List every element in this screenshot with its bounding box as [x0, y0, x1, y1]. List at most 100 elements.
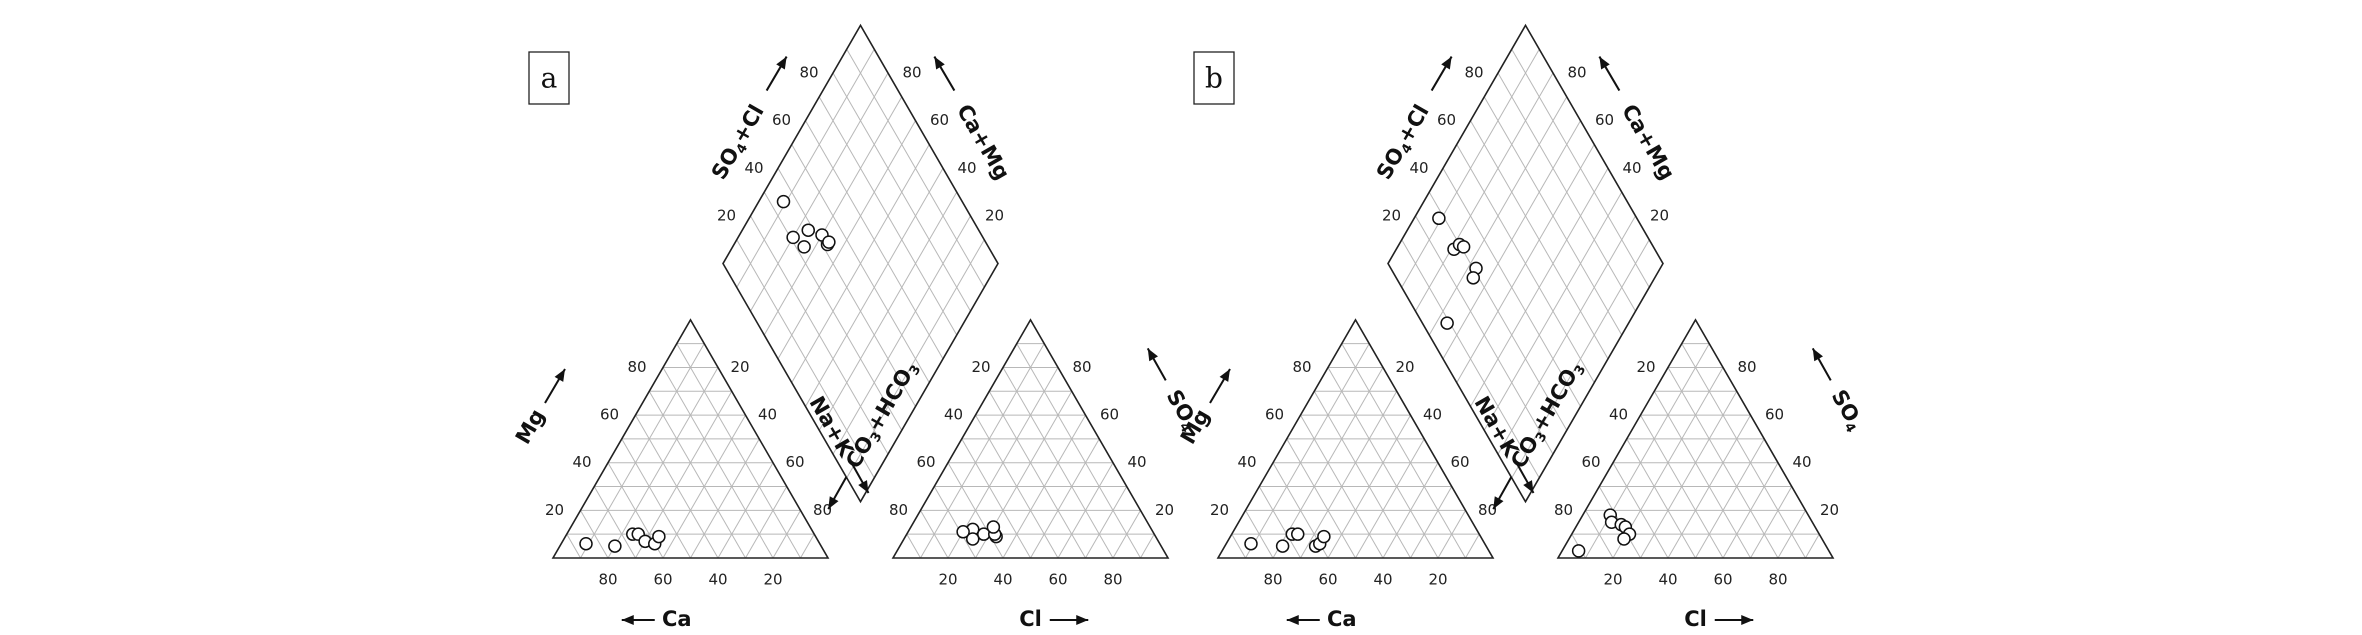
anion-triangle-line: [1750, 486, 1793, 559]
sample-point-cation: [652, 529, 666, 544]
anion-triangle-line: [1140, 533, 1155, 559]
sample-point-diamond: [801, 223, 815, 237]
cation-triangle-line: [621, 438, 691, 559]
tick-label: 80: [1072, 358, 1091, 376]
tick-label: 40: [993, 571, 1012, 589]
diamond-grid-line: [805, 120, 944, 360]
anion-triangle-line: [1681, 343, 1806, 559]
anion-triangle: [1556, 318, 1835, 559]
tick-label: 60: [1265, 406, 1284, 424]
sample-point-diamond: [1440, 316, 1454, 330]
cation-triangle-line: [580, 343, 705, 559]
anion-triangle-line: [1805, 533, 1820, 559]
arrow-so4-cl-head: [1441, 56, 1452, 70]
diamond-grid-line: [777, 120, 916, 360]
tick-label: 60: [1318, 571, 1337, 589]
diamond-grid-line: [1483, 96, 1623, 336]
sample-point-cation: [1317, 529, 1331, 544]
tick-label: 20: [1210, 501, 1229, 519]
tick-label: 20: [938, 571, 957, 589]
diamond-grid-line: [763, 96, 903, 336]
diamond-grid-line: [818, 96, 958, 336]
cation-triangle-line: [676, 343, 801, 559]
tick-label: 20: [717, 206, 736, 224]
tick-label: 60: [916, 453, 935, 471]
tick-label: 20: [985, 206, 1004, 224]
tick-label: 80: [598, 571, 617, 589]
anion-triangle-outline: [891, 318, 1170, 559]
label-co3-hco3: CO3+HCO3: [841, 357, 924, 474]
diamond-grid-line: [750, 72, 889, 312]
arrow-co3-hco3-head: [828, 496, 839, 510]
arrow-so4-cl: [1430, 56, 1453, 92]
arrow-mg: [544, 368, 566, 404]
tick-label: 80: [627, 358, 646, 376]
arrow-nak-head: [858, 480, 869, 494]
anion-triangle-line: [1057, 462, 1114, 559]
cation-triangle-line: [566, 533, 581, 559]
arrow-ca-mg: [1598, 56, 1621, 92]
arrow-co3-hco3: [1492, 476, 1513, 510]
tick-label: 60: [1437, 111, 1456, 129]
panel-letter-box: [1193, 51, 1235, 105]
anion-triangle-line: [933, 486, 976, 559]
cation-triangle-line: [648, 391, 746, 559]
tick-label: 20: [545, 501, 564, 519]
sample-point-anion: [956, 525, 970, 539]
anion-triangle-line: [961, 438, 1031, 559]
anion-triangle-line: [1722, 462, 1779, 559]
tick-label: 20: [1820, 501, 1839, 519]
label-cl: Cl: [1019, 607, 1042, 631]
diamond-grid-line: [736, 48, 875, 288]
arrow-so4: [1146, 347, 1167, 381]
label-cl: Cl: [1684, 607, 1707, 631]
sample-point-anion: [1571, 544, 1586, 558]
tick-label: 40: [1127, 453, 1146, 471]
tick-label: 80: [1263, 571, 1282, 589]
label-co3-hco3: CO3+HCO3: [1506, 357, 1589, 474]
diamond-grid-line: [1415, 72, 1554, 312]
arrow-so4-head: [1812, 348, 1823, 362]
anion-triangle-line: [1695, 438, 1765, 559]
anion-triangle-line: [920, 510, 949, 559]
cation-triangle-line: [1465, 533, 1480, 559]
sample-point-cation: [1275, 539, 1290, 553]
anion-triangle-line: [1016, 343, 1141, 559]
tick-label: 20: [971, 358, 990, 376]
tick-label: 20: [763, 571, 782, 589]
arrow-cl: [1714, 615, 1754, 625]
cation-triangle-line: [1355, 438, 1425, 559]
tick-label: 80: [1103, 571, 1122, 589]
arrow-ca-head: [1286, 615, 1299, 625]
cation-triangle-line: [1231, 533, 1246, 559]
arrow-cl-head: [1741, 615, 1754, 625]
diamond-grid-line: [1442, 120, 1581, 360]
arrow-co3-hco3-head: [1493, 496, 1504, 510]
tick-label: 60: [930, 111, 949, 129]
tick-label: 40: [572, 453, 591, 471]
sample-point-diamond: [822, 235, 836, 249]
anion-triangle-line: [1085, 486, 1128, 559]
arrow-cl: [1049, 615, 1089, 625]
tick-label: 40: [1237, 453, 1256, 471]
diamond-grid-line: [1511, 48, 1650, 288]
tick-label: 80: [813, 501, 832, 519]
sample-point-cation: [608, 539, 622, 553]
cation-triangle-line: [745, 486, 788, 559]
sample-point-diamond: [786, 230, 800, 245]
tick-label: 40: [1373, 571, 1392, 589]
tick-label: 80: [1567, 64, 1586, 82]
sample-point-cation: [1291, 527, 1305, 541]
sample-point-diamond: [1456, 240, 1471, 254]
tick-label: 20: [1155, 501, 1174, 519]
arrow-ca-head: [621, 615, 634, 625]
cation-triangle-line: [1313, 391, 1411, 559]
arrow-ca: [621, 615, 655, 625]
tick-label: 40: [1423, 406, 1442, 424]
tick-label: 20: [1395, 358, 1414, 376]
tick-label: 40: [1658, 571, 1677, 589]
cation-triangle-outline: [1216, 318, 1495, 559]
